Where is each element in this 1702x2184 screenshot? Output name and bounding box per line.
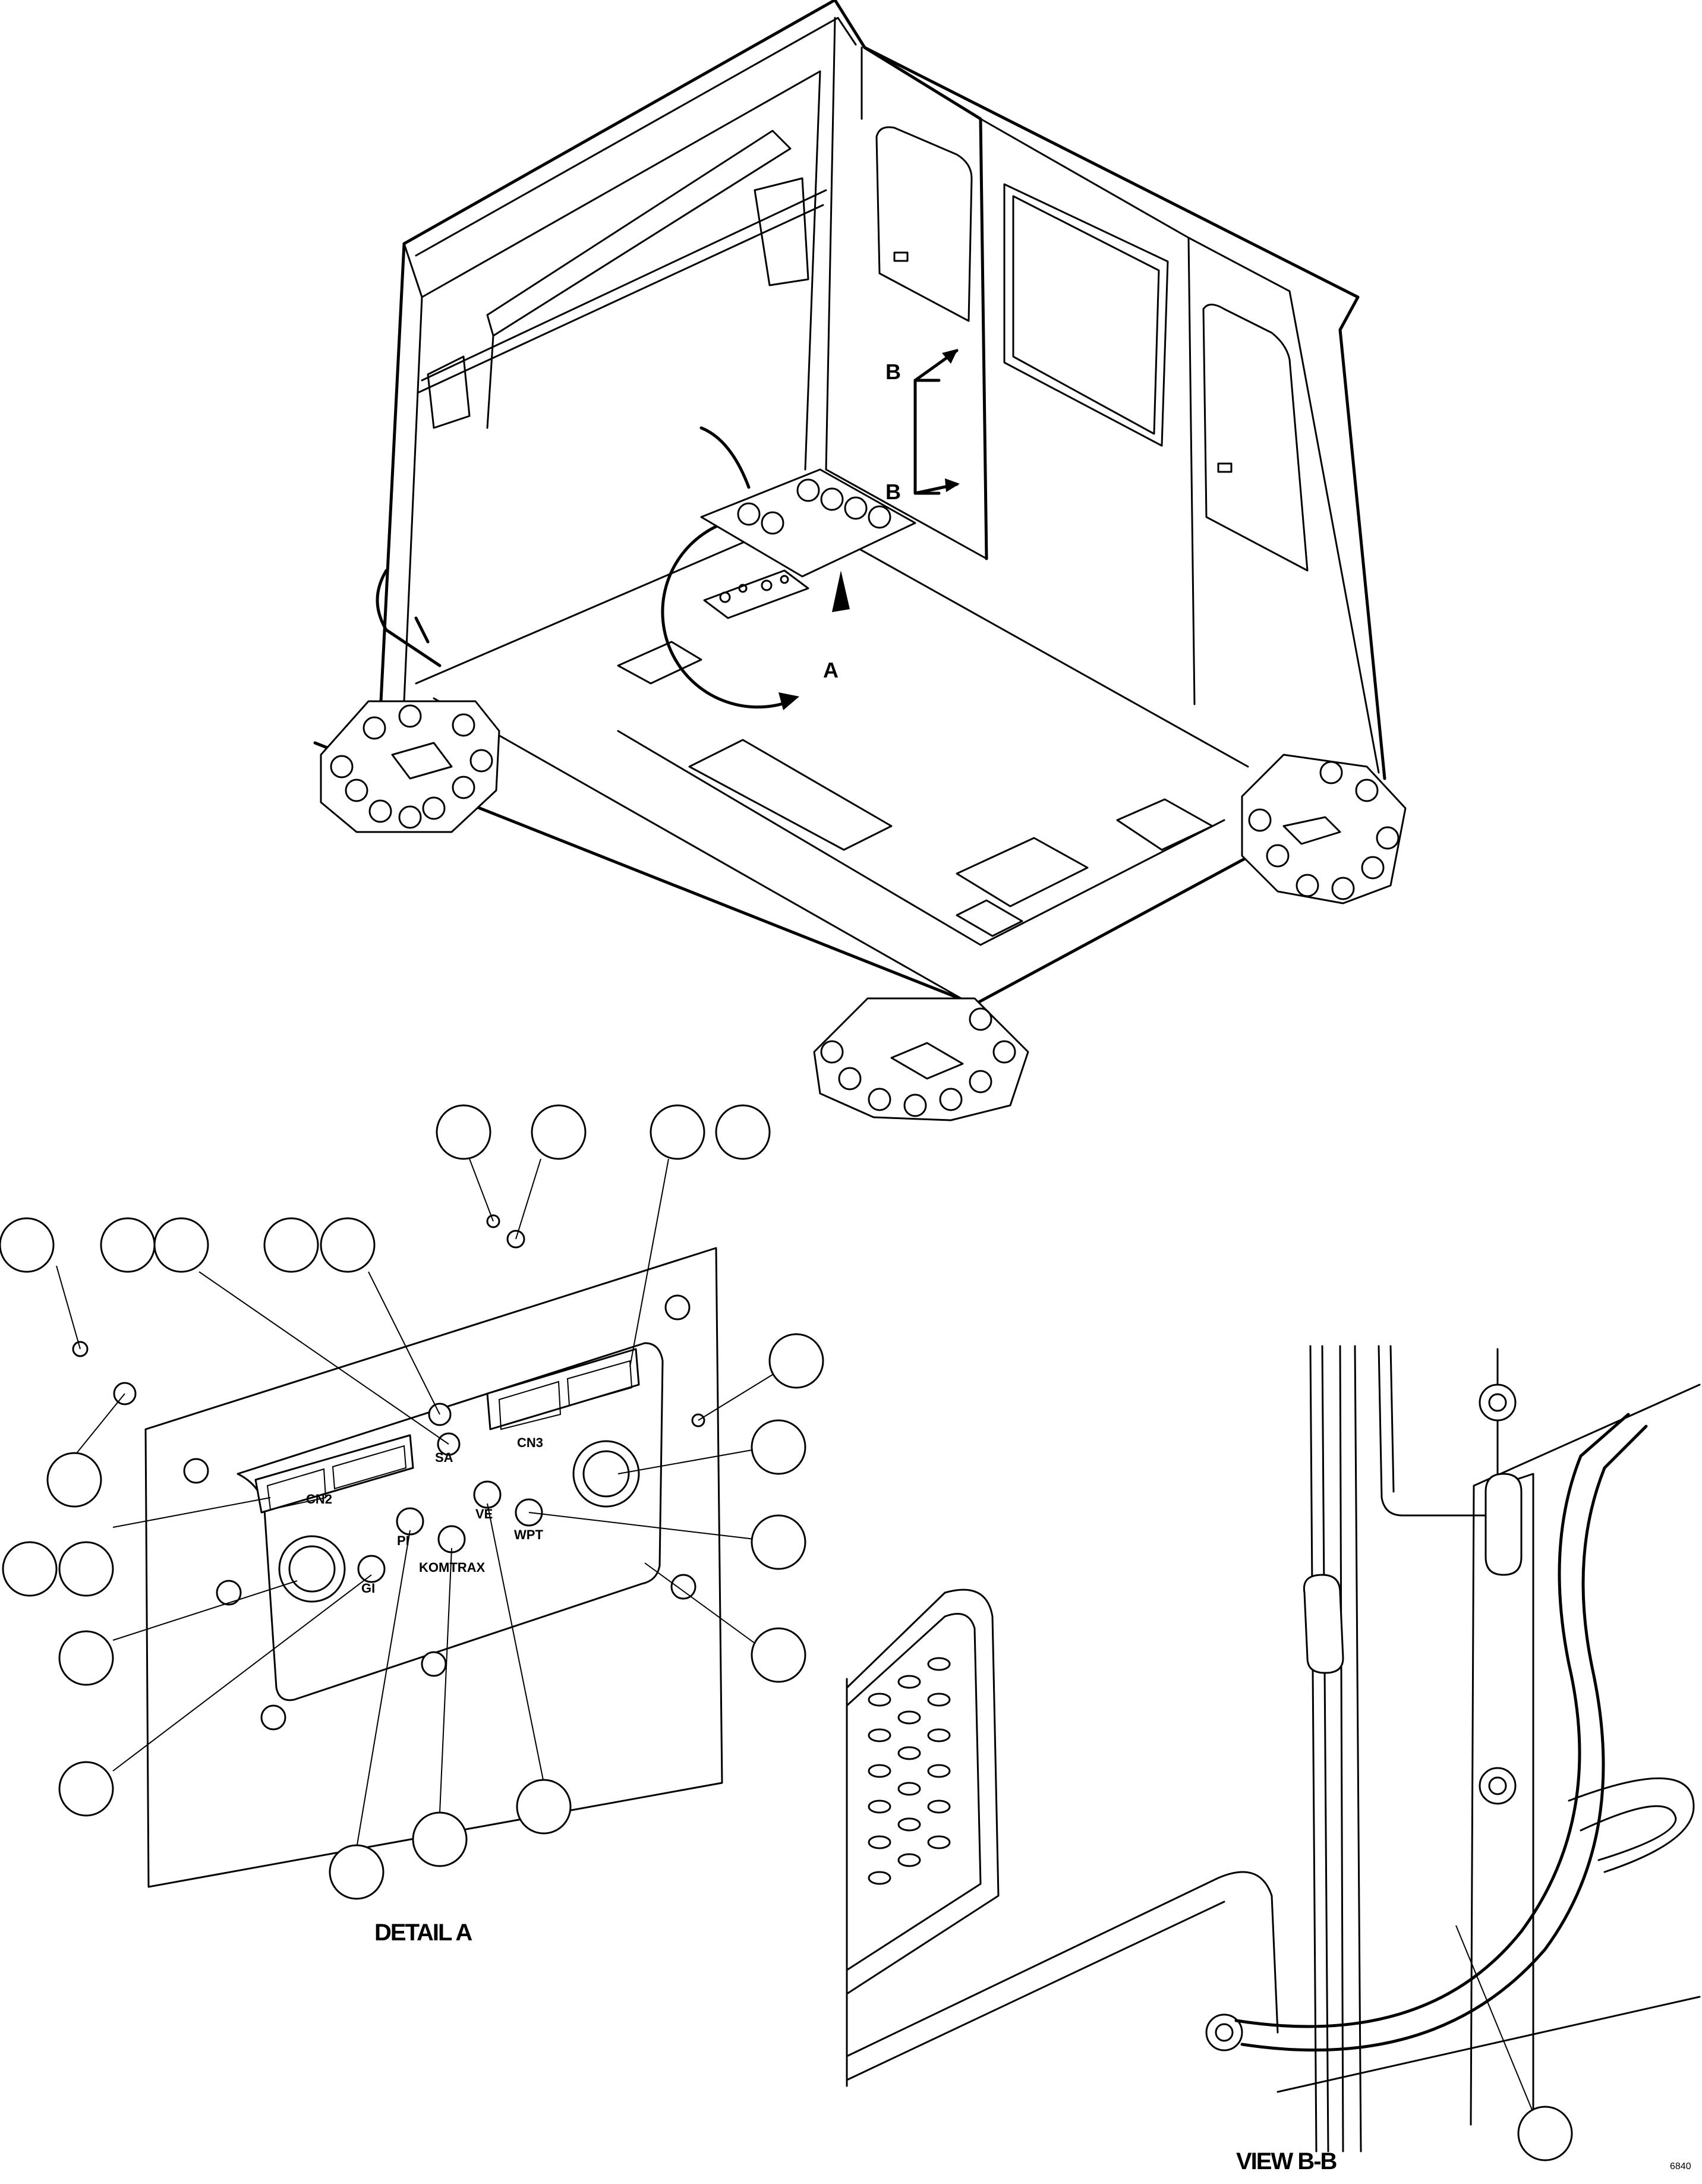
mount-pad-right xyxy=(1241,754,1407,905)
switch-pi xyxy=(396,1507,424,1536)
callout-bubble xyxy=(100,1217,156,1273)
switch-gi xyxy=(357,1555,386,1583)
callout-bubble xyxy=(2,1541,58,1597)
callout-bubble xyxy=(153,1217,209,1273)
section-label-b-top: B xyxy=(885,360,901,384)
label-komtrax: KOMTRAX xyxy=(419,1560,486,1575)
detail-a-view: CN2 CN3 KOMTRAX PI VE WPT SA GI xyxy=(0,1104,824,1946)
mount-pad-left xyxy=(320,700,500,833)
mount-pad-front xyxy=(813,997,1029,1121)
callout-bubble xyxy=(412,1811,468,1867)
label-cn2: CN2 xyxy=(306,1492,332,1507)
callout-bubble xyxy=(58,1541,114,1597)
callout-bubble xyxy=(58,1630,114,1686)
connector-cn1-round xyxy=(278,1535,346,1603)
view-bb-caption: VIEW B-B xyxy=(1236,2148,1337,2174)
callout-bubble xyxy=(768,1333,824,1389)
callout-bubble xyxy=(650,1104,705,1160)
view-bb: VIEW B-B 6840 xyxy=(846,1345,1701,2174)
callout-bubble xyxy=(751,1627,806,1683)
connector-cn3 xyxy=(486,1348,640,1430)
callout-bubble xyxy=(263,1217,319,1273)
drawing-code: 6840 xyxy=(1670,2161,1691,2172)
detail-label-a: A xyxy=(823,658,839,682)
label-cn3: CN3 xyxy=(517,1435,543,1450)
callout-bubble xyxy=(751,1514,806,1570)
callout-bubble xyxy=(320,1217,376,1273)
connector-cn4-round xyxy=(572,1440,640,1508)
callout-bubble xyxy=(0,1217,55,1273)
callout-bubble xyxy=(329,1844,384,1900)
callout-bubble xyxy=(751,1419,806,1475)
detail-a-caption: DETAIL A xyxy=(374,1920,472,1946)
callout-bubble xyxy=(436,1104,491,1160)
callout-bubble xyxy=(1517,2106,1573,2161)
label-pi: PI xyxy=(397,1533,409,1548)
callout-bubble xyxy=(715,1104,771,1160)
callout-bubble xyxy=(58,1761,114,1817)
callout-bubble xyxy=(516,1779,572,1835)
label-sa: SA xyxy=(435,1450,453,1465)
cab-isometric-view: B B A xyxy=(313,0,1407,1121)
callout-bubble xyxy=(46,1452,102,1508)
connector-cn2 xyxy=(254,1434,414,1514)
label-gi: GI xyxy=(361,1581,375,1596)
callout-bubble xyxy=(531,1104,587,1160)
section-label-b-bottom: B xyxy=(885,480,901,504)
switch-ve xyxy=(473,1480,502,1509)
perforations xyxy=(868,1657,951,1885)
label-wpt: WPT xyxy=(514,1527,543,1542)
